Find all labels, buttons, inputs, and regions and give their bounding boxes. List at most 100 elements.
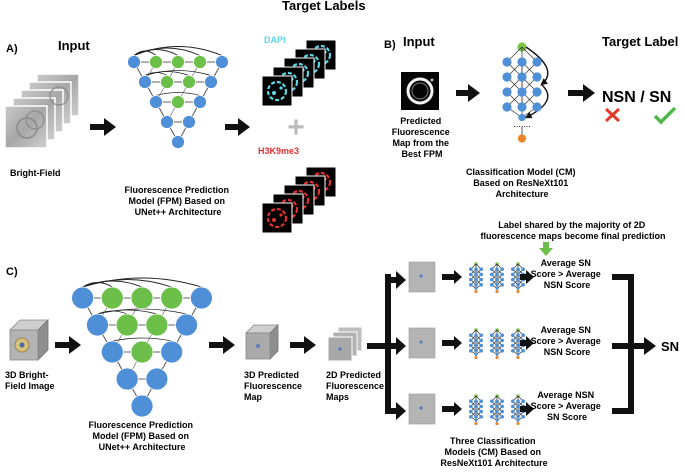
residual-node [469, 404, 473, 409]
residual-node [517, 72, 527, 82]
residual-node [511, 272, 515, 277]
3d-bright-field-cube [9, 319, 49, 361]
predicted-fluorescence-map [401, 72, 439, 110]
pool-node [495, 419, 499, 422]
residual-node [502, 87, 512, 97]
residual-node [479, 409, 484, 414]
residual-node [500, 415, 505, 419]
arrow-b1 [456, 84, 480, 102]
residual-node [516, 409, 520, 414]
nested-node [193, 55, 207, 69]
encoder-node [127, 55, 141, 69]
residual-node [516, 338, 520, 343]
encoder-node [100, 340, 124, 364]
encoder-node [149, 95, 163, 109]
majority-note: Label shared by the majority of 2D fluor… [480, 220, 665, 241]
skip-connection [133, 46, 223, 56]
dapi-stack [261, 39, 337, 107]
residual-node [516, 272, 520, 277]
pool-node [516, 287, 520, 290]
residual-node [511, 338, 515, 343]
score-text-2: Average SN Score > Average NSN Score [531, 325, 604, 357]
check-icon [653, 106, 677, 125]
encoder-node [145, 367, 169, 391]
encoder-node [189, 286, 213, 310]
encoder-node [171, 135, 185, 149]
residual-node [479, 343, 484, 348]
resnext-mini-3 [469, 394, 525, 426]
residual-node [511, 349, 515, 353]
skip-connection [155, 92, 201, 96]
encoder-node [115, 367, 139, 391]
residual-node [469, 283, 473, 287]
slice-map-dot [419, 406, 423, 410]
residual-node [479, 277, 484, 282]
resnext-model-b [502, 42, 549, 143]
slice-map-dot [419, 274, 423, 278]
residual-node [474, 404, 478, 409]
residual-node [490, 277, 494, 282]
arrow-c2 [209, 336, 235, 354]
bright-field-caption: Bright-Field [10, 168, 61, 178]
residual-node [500, 404, 505, 409]
residual-node [516, 415, 520, 419]
residual-node [500, 409, 505, 414]
nested-node [115, 313, 139, 337]
panel-a-label: A) [6, 43, 18, 55]
residual-node [502, 72, 512, 82]
nested-node [130, 340, 154, 364]
splitter-connector [367, 271, 406, 420]
residual-node [516, 283, 520, 287]
residual-node [474, 349, 478, 353]
residual-node [495, 277, 499, 282]
nested-node [149, 55, 163, 69]
resnext-mini-2 [469, 328, 525, 360]
residual-node [490, 267, 494, 272]
residual-node [495, 338, 499, 343]
pool-node [474, 353, 478, 356]
residual-node [474, 333, 478, 338]
h3k9me3-spot [279, 213, 283, 217]
slice-map-dot [419, 340, 423, 344]
cm-caption-c: Three Classification Models (CM) Based o… [440, 436, 547, 468]
residual-node [500, 338, 505, 343]
encoder-node [193, 95, 207, 109]
arrow-b2 [568, 84, 595, 102]
3d-predicted-map-cube [245, 324, 279, 360]
output-node [474, 289, 478, 294]
nested-node [130, 286, 154, 310]
residual-node [521, 415, 525, 419]
fpm-caption-a: Fluorescence Prediction Model (FPM) Base… [124, 185, 231, 217]
arrow-a1 [90, 118, 116, 136]
nested-node [145, 313, 169, 337]
residual-arrow [525, 46, 549, 86]
residual-node [500, 333, 505, 338]
residual-node [502, 102, 512, 112]
dapi-label: DAPI [264, 35, 286, 45]
dapi-spot [272, 91, 276, 95]
residual-node [516, 277, 520, 282]
residual-node [490, 343, 494, 348]
encoder-node [204, 75, 218, 89]
pool-node [474, 419, 478, 422]
residual-node [500, 267, 505, 272]
green-down-arrow [539, 242, 553, 256]
panel-c-label: C) [6, 266, 18, 278]
output-node [516, 355, 520, 360]
residual-node [479, 272, 484, 277]
2d-predicted-maps-stack [327, 326, 363, 362]
unet-plus-plus-model-c [71, 277, 213, 418]
residual-node [511, 343, 515, 348]
residual-node [516, 343, 520, 348]
residual-node [516, 333, 520, 338]
plus-sign: + [287, 111, 305, 144]
residual-node [474, 409, 478, 414]
arrow-a2 [225, 118, 250, 136]
nested-node [171, 95, 185, 109]
residual-node [516, 267, 520, 272]
pool-node [495, 353, 499, 356]
residual-node [474, 277, 478, 282]
pool-node [516, 353, 520, 356]
residual-node [490, 415, 494, 419]
